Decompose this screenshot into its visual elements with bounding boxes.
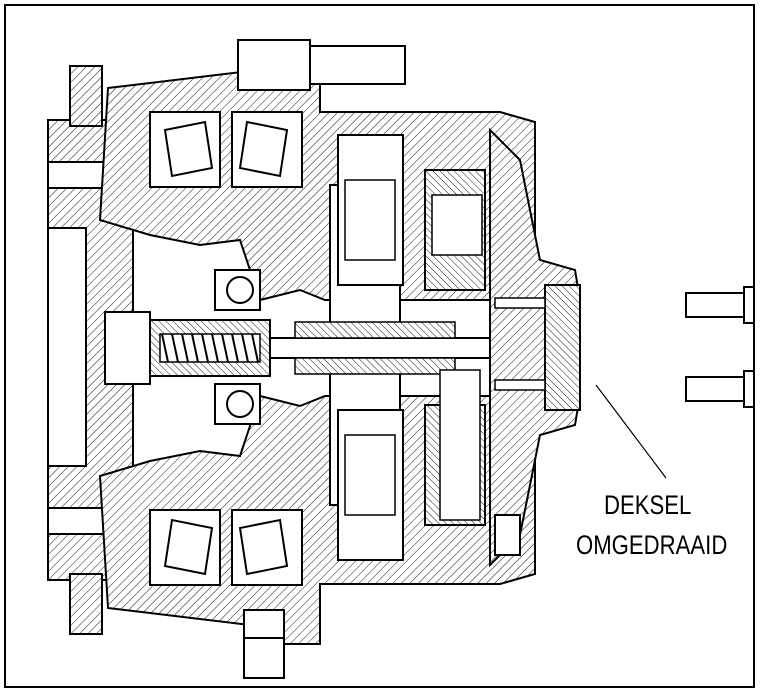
- tapered-roller-bearing-top: [149, 111, 303, 188]
- loose-bolt-bottom: [685, 370, 755, 408]
- tapered-roller-bearing-bottom: [149, 509, 303, 586]
- annotation-line-2: OMGEDRAAID: [576, 530, 728, 560]
- left-flange: [47, 65, 134, 635]
- ball-bearings: [214, 269, 261, 425]
- end-cover: [489, 127, 581, 568]
- leader-line: [595, 384, 667, 479]
- loose-bolt-top: [685, 286, 755, 324]
- annotation-line-1: DEKSEL: [604, 490, 692, 520]
- bolt-top: [237, 39, 406, 91]
- cover-screws-in-place: [494, 297, 546, 391]
- bolt-bottom: [243, 609, 285, 679]
- central-shaft-and-spring: [104, 311, 556, 385]
- planet-gear-stage-1: [337, 134, 404, 561]
- planet-gear-stage-2: [424, 169, 486, 526]
